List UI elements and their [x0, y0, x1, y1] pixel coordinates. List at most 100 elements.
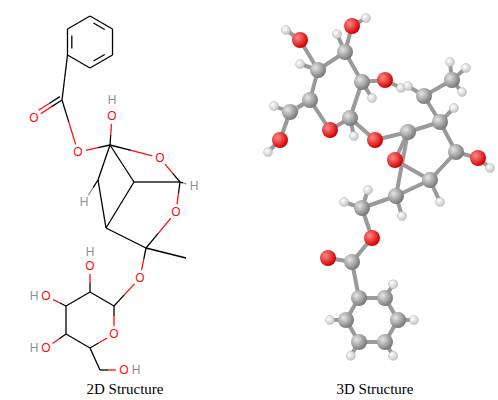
bond-line	[183, 182, 186, 184]
atom-ball	[450, 104, 459, 113]
bond-line	[124, 284, 134, 295]
atom-ball	[364, 186, 373, 195]
atom-ball	[282, 104, 298, 120]
bond-line	[158, 218, 170, 233]
atom-ball	[344, 18, 360, 34]
bond-line	[90, 348, 95, 359]
bond-line	[90, 292, 102, 299]
bond-line	[95, 359, 100, 370]
bond-line	[131, 150, 152, 155]
atom-ball	[444, 72, 460, 88]
atom-ball	[416, 88, 432, 104]
bond-line	[90, 16, 101, 23]
atom-label: H	[190, 180, 199, 192]
bond-line	[109, 134, 111, 145]
atom-ball	[296, 60, 305, 69]
atom-ball	[389, 280, 398, 289]
atom-ball	[377, 290, 393, 306]
atom-ball	[344, 254, 360, 270]
bond-line	[98, 180, 102, 204]
atom-label: O	[41, 290, 50, 302]
bond-line	[71, 36, 72, 49]
atom-label: H	[30, 342, 39, 354]
structure-2d	[39, 16, 187, 370]
atom-label: H	[132, 364, 141, 376]
bond-line	[104, 145, 110, 163]
bond-line	[65, 55, 68, 78]
bond-line	[112, 29, 113, 42]
bond-line	[90, 343, 99, 348]
bond-line	[66, 334, 78, 341]
bond-line	[102, 204, 106, 228]
atom-ball	[292, 32, 308, 48]
bond-line	[49, 97, 60, 104]
atom-ball	[337, 44, 353, 60]
atom-ball	[448, 144, 464, 160]
bond-line	[65, 320, 66, 334]
atom-ball	[351, 290, 367, 306]
bond-line	[166, 253, 186, 258]
atom-ball	[338, 312, 354, 328]
atom-ball	[354, 200, 370, 216]
atom-label: H	[108, 94, 117, 106]
atom-ball	[377, 334, 393, 350]
bond-line	[65, 306, 66, 320]
bond-line	[67, 55, 78, 62]
atom-label: O	[119, 364, 128, 376]
atom-ball	[410, 316, 419, 325]
bond-line	[79, 16, 90, 23]
bond-line	[114, 295, 124, 306]
bond-line	[110, 145, 122, 164]
atom-label: H	[86, 246, 95, 258]
bond-line	[120, 182, 134, 205]
atom-label: O	[135, 272, 144, 284]
atom-ball	[333, 30, 342, 39]
atom-ball	[282, 26, 291, 35]
atom-ball	[486, 164, 495, 173]
atom-ball	[400, 124, 416, 140]
atom-label: O	[41, 342, 50, 354]
bond-line	[146, 233, 158, 248]
bond-line	[89, 274, 90, 283]
bond-line	[93, 23, 104, 30]
bond-line	[59, 334, 66, 339]
structure-3d	[264, 14, 495, 361]
atom-ball	[388, 188, 404, 204]
bond-line	[173, 173, 180, 182]
atom-ball	[351, 334, 367, 350]
atom-ball	[470, 150, 486, 166]
bond-line	[53, 339, 60, 344]
atom-ball	[272, 132, 288, 148]
atom-ball	[404, 82, 413, 91]
bond-line	[78, 341, 90, 348]
bond-line	[98, 163, 104, 181]
bond-line	[67, 23, 78, 30]
atom-ball	[390, 312, 406, 328]
atom-ball	[342, 110, 358, 126]
structure-caption: 2D Structure	[86, 382, 163, 397]
atom-ball	[398, 212, 407, 221]
atom-ball	[340, 198, 349, 207]
bond-line	[62, 100, 69, 122]
bond-line	[69, 122, 76, 144]
bond-line	[146, 248, 166, 253]
atom-ball	[458, 88, 467, 97]
bond-line	[113, 306, 114, 316]
bond-line	[89, 283, 90, 292]
atom-ball	[422, 172, 438, 188]
atom-ball	[354, 74, 370, 90]
bond-line	[157, 181, 180, 182]
bond-line	[106, 205, 120, 228]
bond-line	[106, 228, 126, 238]
atom-label: O	[107, 110, 116, 122]
bond-line	[67, 29, 68, 42]
atom-ball	[326, 316, 335, 325]
bond-line	[110, 124, 112, 135]
atom-ball	[346, 351, 355, 360]
atom-ball	[367, 132, 383, 148]
atom-ball	[264, 148, 273, 157]
atom-ball	[436, 198, 445, 207]
structure-caption: 3D Structure	[336, 382, 413, 397]
